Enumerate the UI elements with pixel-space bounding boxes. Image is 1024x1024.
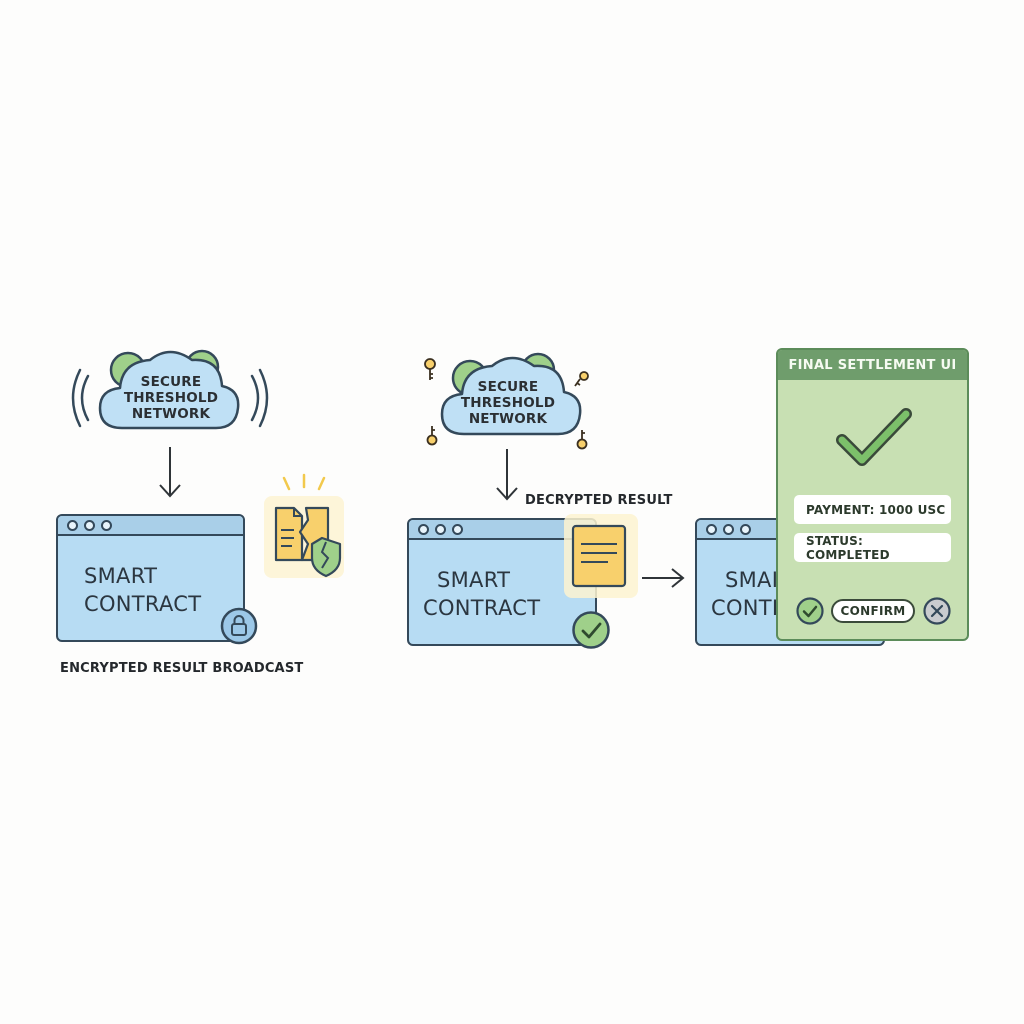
arrow-right-icon (642, 568, 685, 588)
window-3-line-2: CONTI (711, 596, 779, 620)
window-dot-icon (740, 523, 751, 535)
threshold-network-cloud-2 (424, 352, 589, 450)
smart-contract-label-3: SMAI CONTI (711, 566, 778, 622)
large-check-icon (836, 408, 912, 466)
window-title-bar (409, 520, 595, 540)
payment-field: PAYMENT: 1000 USC (794, 495, 951, 524)
window-dot-icon (706, 523, 717, 535)
decrypted-document-icon (564, 514, 638, 598)
window-dot-icon (418, 523, 429, 535)
cloud-2-line-1: SECURE (477, 379, 539, 395)
smart-contract-label-2: SMART CONTRACT (423, 566, 540, 622)
window-1-line-1: SMART (84, 564, 158, 588)
window-dot-icon (452, 523, 463, 535)
final-settlement-panel: FINAL SETTLEMENT UI PAYMENT: 1000 USC ST… (776, 348, 969, 641)
smart-contract-label-1: SMART CONTRACT (84, 562, 201, 618)
window-dot-icon (67, 519, 78, 531)
window-2-line-1: SMART (437, 568, 511, 592)
window-title-bar (58, 516, 243, 536)
confirm-button[interactable]: CONFIRM (831, 599, 915, 623)
window-dot-icon (101, 519, 112, 531)
threshold-network-cloud-1 (71, 349, 269, 430)
arrow-down-icon (159, 447, 181, 498)
status-field: STATUS: COMPLETED (794, 533, 951, 562)
lock-icon (220, 607, 258, 645)
window-dot-icon (723, 523, 734, 535)
encrypted-broadcast-caption: ENCRYPTED RESULT BROADCAST (60, 661, 304, 676)
check-badge-icon (572, 611, 610, 649)
cloud-1-label: SECURE THRESHOLD NETWORK (110, 374, 232, 422)
cancel-x-icon[interactable] (922, 596, 952, 626)
window-3-line-1: SMAI (725, 568, 779, 592)
cloud-2-label: SECURE THRESHOLD NETWORK (447, 379, 569, 427)
window-dot-icon (84, 519, 95, 531)
settlement-title: FINAL SETTLEMENT UI (778, 350, 967, 380)
cloud-1-line-2: THRESHOLD (123, 390, 219, 406)
window-1-line-2: CONTRACT (84, 592, 202, 616)
smart-contract-window-1: SMART CONTRACT (56, 514, 245, 642)
broken-document-shield-icon (264, 473, 344, 578)
cloud-2-line-3: NETWORK (468, 411, 548, 427)
cloud-1-line-1: SECURE (140, 374, 202, 390)
window-dot-icon (435, 523, 446, 535)
decrypted-result-label: DECRYPTED RESULT (525, 493, 673, 508)
window-2-line-2: CONTRACT (423, 596, 541, 620)
cloud-2-line-2: THRESHOLD (460, 395, 556, 411)
confirm-check-icon[interactable] (795, 596, 825, 626)
arrow-down-icon (496, 449, 518, 501)
cloud-1-line-3: NETWORK (131, 406, 211, 422)
